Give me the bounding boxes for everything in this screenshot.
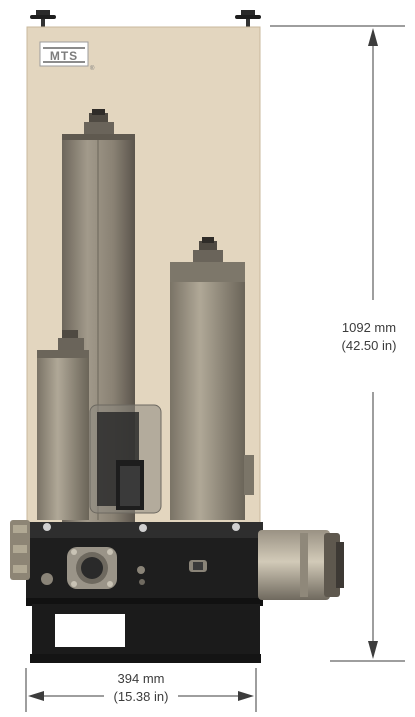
manifold-bolts — [43, 523, 240, 532]
top-handle-right — [235, 10, 261, 27]
port-center-lower — [139, 579, 145, 585]
mts-logo: MTS ® — [39, 41, 95, 72]
height-dimension — [270, 25, 405, 662]
port-center — [137, 566, 145, 574]
port-left — [41, 573, 53, 585]
width-imperial: (15.38 in) — [113, 689, 169, 704]
logo-registered-mark: ® — [90, 65, 95, 72]
small-cylinder — [37, 330, 89, 520]
height-metric: 1092 mm — [341, 320, 397, 335]
right-cylinder — [170, 237, 254, 520]
left-fittings — [10, 520, 30, 580]
top-handle-left — [30, 10, 56, 27]
height-imperial: (42.50 in) — [341, 338, 397, 353]
logo-text: MTS — [50, 49, 78, 63]
port-right — [189, 560, 207, 572]
height-dimension-label: 1092 mm (42.50 in) — [323, 319, 415, 355]
width-dimension-label: 394 mm (15.38 in) — [96, 670, 186, 706]
servovalve — [89, 404, 162, 514]
width-metric: 394 mm — [117, 671, 165, 686]
width-dimension — [25, 668, 257, 712]
flange-port — [67, 547, 117, 589]
manifold-block — [26, 522, 263, 663]
actuator-motor — [258, 530, 344, 600]
